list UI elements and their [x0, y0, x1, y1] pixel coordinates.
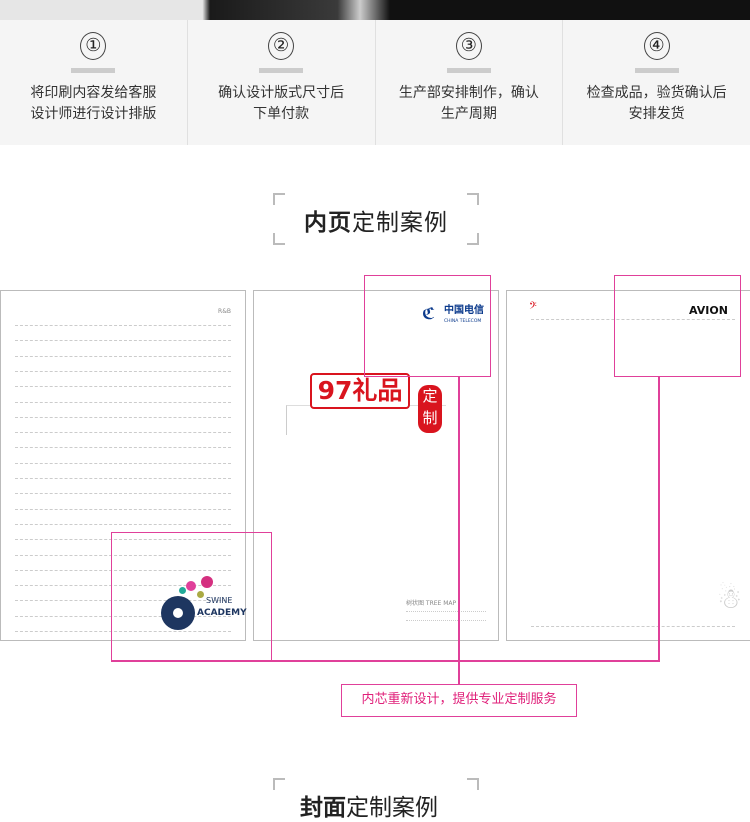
ruled-line: [15, 370, 231, 372]
notebook-page-left: R&B SWINE ACADEMY: [0, 290, 247, 641]
ruled-line: [15, 325, 231, 326]
process-steps: ① 将印刷内容发给客服设计师进行设计排版 ② 确认设计版式尺寸后下单付款 ③ 生产部安…: [0, 20, 750, 145]
seal-stamp: 定制: [418, 385, 442, 433]
ruled-line: [15, 539, 231, 541]
ruled-line: [15, 600, 231, 602]
ruled-line: [15, 554, 231, 556]
step-text: 检查成品，验货确认后: [586, 85, 727, 101]
ruled-line: [15, 386, 231, 388]
ruled-line: [15, 355, 231, 357]
notebook-page-right: 𝄢 AVION ☃: [506, 290, 750, 641]
ruled-line: [15, 508, 231, 510]
highlight-box-telecom: [364, 275, 491, 377]
step-number: ②: [268, 32, 295, 60]
next-section-title: 封面定制案例: [259, 778, 479, 821]
logo-text: 中国电信: [444, 305, 484, 316]
ruled-line: [15, 569, 231, 571]
hero-image-strip: [0, 0, 750, 20]
ruled-line: [15, 585, 231, 587]
ruled-line: [15, 340, 231, 342]
watermark-97lipin: 97礼品: [310, 373, 410, 409]
logo-text: ACADEMY: [197, 608, 247, 618]
highlight-box-swine: [111, 532, 272, 662]
step-text: 生产周期: [440, 106, 497, 122]
logo-text: CHINA TELECOM: [444, 319, 482, 324]
step-number: ③: [455, 32, 482, 60]
step-text: 设计师进行设计排版: [30, 106, 157, 122]
page-caption: 树状图 TREE MAP: [406, 600, 457, 607]
callout-label: 内芯重新设计，提供专业定制服务: [341, 684, 577, 717]
ruled-line: [15, 615, 231, 617]
ruled-line: [15, 493, 231, 495]
bass-clef-icon: 𝄢: [529, 300, 537, 314]
section-title: 内页定制案例: [273, 193, 479, 245]
ruled-line: [15, 631, 231, 632]
title-bold: 内页: [304, 210, 352, 236]
step-4: ④ 检查成品，验货确认后安排发货: [562, 20, 750, 145]
logo-text: SWINE: [206, 596, 233, 605]
title-rest: 定制案例: [346, 795, 438, 821]
step-number: ①: [80, 32, 107, 60]
dancing-figure-icon: ☃: [717, 582, 743, 615]
step-text: 生产部安排制作，确认: [398, 85, 539, 101]
page-header-text: R&B: [218, 308, 231, 315]
ruled-line: [15, 447, 231, 449]
ruled-line: [15, 523, 231, 525]
step-text: 安排发货: [628, 106, 685, 122]
ruled-line: [15, 416, 231, 418]
ruled-line: [15, 432, 231, 434]
china-telecom-logo-icon: ℭ: [422, 304, 436, 323]
step-number: ④: [643, 32, 670, 60]
ruled-line: [15, 401, 231, 403]
title-rest: 定制案例: [352, 210, 448, 236]
swine-academy-logo-icon: [161, 596, 195, 630]
ruled-line: [15, 462, 231, 464]
step-2: ② 确认设计版式尺寸后下单付款: [186, 20, 375, 145]
step-text: 将印刷内容发给客服: [30, 85, 157, 101]
step-1: ① 将印刷内容发给客服设计师进行设计排版: [0, 20, 187, 145]
step-3: ③ 生产部安排制作，确认生产周期: [374, 20, 563, 145]
highlight-box-avion: [614, 275, 741, 377]
avion-logo: AVION: [689, 304, 728, 317]
step-text: 下单付款: [253, 106, 310, 122]
step-text: 确认设计版式尺寸后: [218, 85, 345, 101]
title-bold: 封面: [300, 795, 346, 821]
ruled-line: [15, 478, 231, 479]
